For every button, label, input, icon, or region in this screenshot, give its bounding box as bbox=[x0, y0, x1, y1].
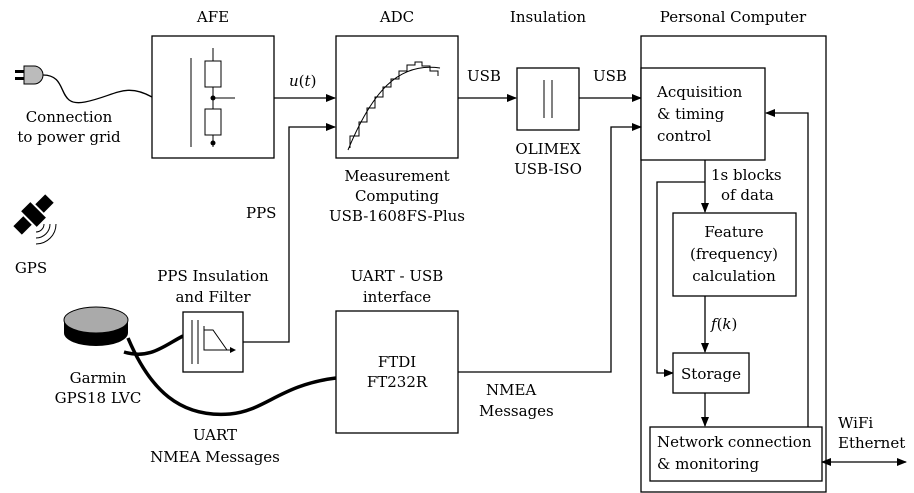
power-grid-label-line1: Connection bbox=[26, 108, 113, 126]
pps-filter-block bbox=[182, 311, 244, 373]
garmin-label-line2: GPS18 LVC bbox=[55, 389, 142, 407]
acquisition-line3: control bbox=[657, 127, 711, 145]
power-grid-label-line2: to power grid bbox=[17, 128, 121, 146]
garmin-receiver-icon bbox=[63, 306, 129, 346]
bypass-line bbox=[656, 181, 705, 377]
ut-label: u(t) bbox=[289, 72, 316, 90]
wifi-label: WiFi bbox=[838, 414, 873, 432]
ftdi-line1: FTDI bbox=[378, 353, 416, 371]
pc-title: Personal Computer bbox=[660, 8, 807, 26]
afe-title: AFE bbox=[196, 8, 229, 26]
ftdi-block bbox=[335, 310, 459, 434]
insulation-title: Insulation bbox=[510, 8, 587, 26]
ftdi-title-line2: interface bbox=[363, 288, 431, 306]
insulation-block bbox=[516, 67, 580, 131]
power-plug-icon bbox=[15, 65, 44, 85]
network-line1: Network connection bbox=[657, 433, 812, 451]
adc-caption-line1: Measurement bbox=[344, 167, 449, 185]
storage-block bbox=[672, 352, 750, 394]
voltage-divider-icon bbox=[190, 48, 235, 147]
pps-arrow bbox=[243, 123, 336, 343]
fk-label: f(k) bbox=[710, 315, 737, 333]
blocks-label-line2: of data bbox=[721, 186, 774, 204]
nmea-label-line1: NMEA bbox=[486, 381, 536, 399]
usb-label-1: USB bbox=[467, 67, 501, 85]
acquisition-block bbox=[640, 67, 766, 161]
feature-line1: Feature bbox=[704, 223, 763, 241]
monitoring-feedback-line bbox=[765, 109, 809, 427]
uart-cable bbox=[126, 337, 337, 417]
feature-block bbox=[672, 212, 797, 297]
pps-cable bbox=[123, 334, 184, 356]
pps-filter-title-line2: and Filter bbox=[175, 288, 251, 306]
gps-satellite-icon bbox=[13, 194, 57, 245]
feature-line3: calculation bbox=[692, 267, 776, 285]
blocks-label-line1: 1s blocks bbox=[711, 166, 782, 184]
ftdi-title-line1: UART - USB bbox=[351, 267, 444, 285]
acquisition-line2: & timing bbox=[657, 105, 725, 123]
insulation-caption-line2: USB-ISO bbox=[514, 160, 582, 178]
lowpass-filter-icon bbox=[191, 320, 236, 364]
pps-filter-title-line1: PPS Insulation bbox=[157, 267, 269, 285]
ethernet-label: Ethernet bbox=[838, 434, 905, 452]
adc-block bbox=[335, 35, 459, 159]
ftdi-line2: FT232R bbox=[367, 373, 428, 391]
nmea-arrow bbox=[458, 123, 642, 373]
usb-label-2: USB bbox=[593, 67, 627, 85]
gps-label: GPS bbox=[15, 259, 47, 277]
insulation-barrier-icon bbox=[543, 80, 553, 118]
adc-caption-line2: Computing bbox=[355, 187, 439, 205]
storage-label: Storage bbox=[681, 365, 741, 383]
nmea-label-line2: Messages bbox=[479, 402, 554, 420]
power-cable bbox=[42, 74, 153, 104]
insulation-caption-line1: OLIMEX bbox=[515, 140, 580, 158]
pps-label: PPS bbox=[246, 204, 276, 222]
network-line2: & monitoring bbox=[657, 455, 760, 473]
garmin-label-line1: Garmin bbox=[70, 369, 127, 387]
adc-caption-line3: USB-1608FS-Plus bbox=[329, 207, 465, 225]
adc-title: ADC bbox=[379, 8, 414, 26]
uart-label-line2: NMEA Messages bbox=[150, 448, 280, 466]
feature-line2: (frequency) bbox=[690, 245, 778, 263]
uart-label-line1: UART bbox=[193, 426, 237, 444]
network-block bbox=[649, 426, 823, 482]
acquisition-line1: Acquisition bbox=[656, 83, 743, 101]
adc-waveform-icon bbox=[347, 61, 441, 151]
